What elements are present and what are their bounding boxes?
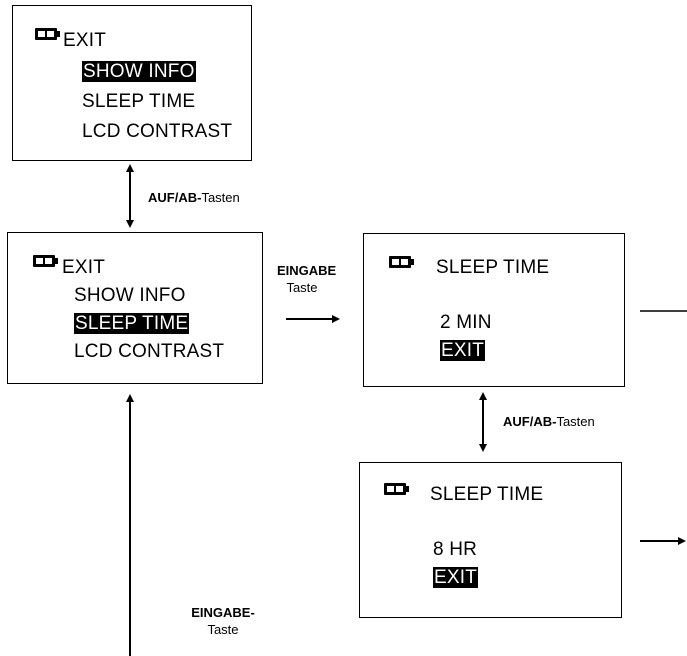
- sleep-time-title: SLEEP TIME: [430, 484, 544, 505]
- menu-item-exit: EXIT: [62, 257, 106, 278]
- sleep-time-value: 8 HR: [433, 539, 478, 560]
- menu-item-sleep-time: SLEEP TIME: [74, 313, 190, 334]
- menu-item-sleep-time: SLEEP TIME: [82, 91, 196, 112]
- battery-icon: [35, 28, 60, 40]
- battery-icon: [389, 256, 414, 268]
- updown-keys-label: AUF/AB-Tasten: [148, 190, 240, 205]
- middle-menu-screen: EXIT SHOW INFO SLEEP TIME LCD CONTRAST: [7, 232, 263, 384]
- menu-item-show-info: SHOW INFO: [74, 285, 186, 306]
- menu-item-exit: EXIT: [63, 30, 107, 51]
- sleep-time-value: 2 MIN: [440, 312, 492, 333]
- exit-item: EXIT: [433, 567, 479, 588]
- battery-icon: [33, 255, 58, 267]
- battery-icon: [384, 483, 409, 495]
- updown-keys-label: AUF/AB-Tasten: [503, 414, 595, 429]
- sleep-time-screen-2min: SLEEP TIME 2 MIN EXIT: [363, 233, 625, 387]
- sleep-time-title: SLEEP TIME: [436, 257, 550, 278]
- menu-item-lcd-contrast: LCD CONTRAST: [74, 341, 225, 362]
- top-menu-screen: EXIT SHOW INFO SLEEP TIME LCD CONTRAST: [12, 5, 252, 161]
- menu-item-lcd-contrast: LCD CONTRAST: [82, 121, 233, 142]
- enter-key-label: EINGABE-Taste: [191, 605, 255, 637]
- exit-item: EXIT: [440, 340, 486, 361]
- menu-item-show-info: SHOW INFO: [82, 61, 196, 82]
- sleep-time-screen-8hr: SLEEP TIME 8 HR EXIT: [359, 462, 622, 618]
